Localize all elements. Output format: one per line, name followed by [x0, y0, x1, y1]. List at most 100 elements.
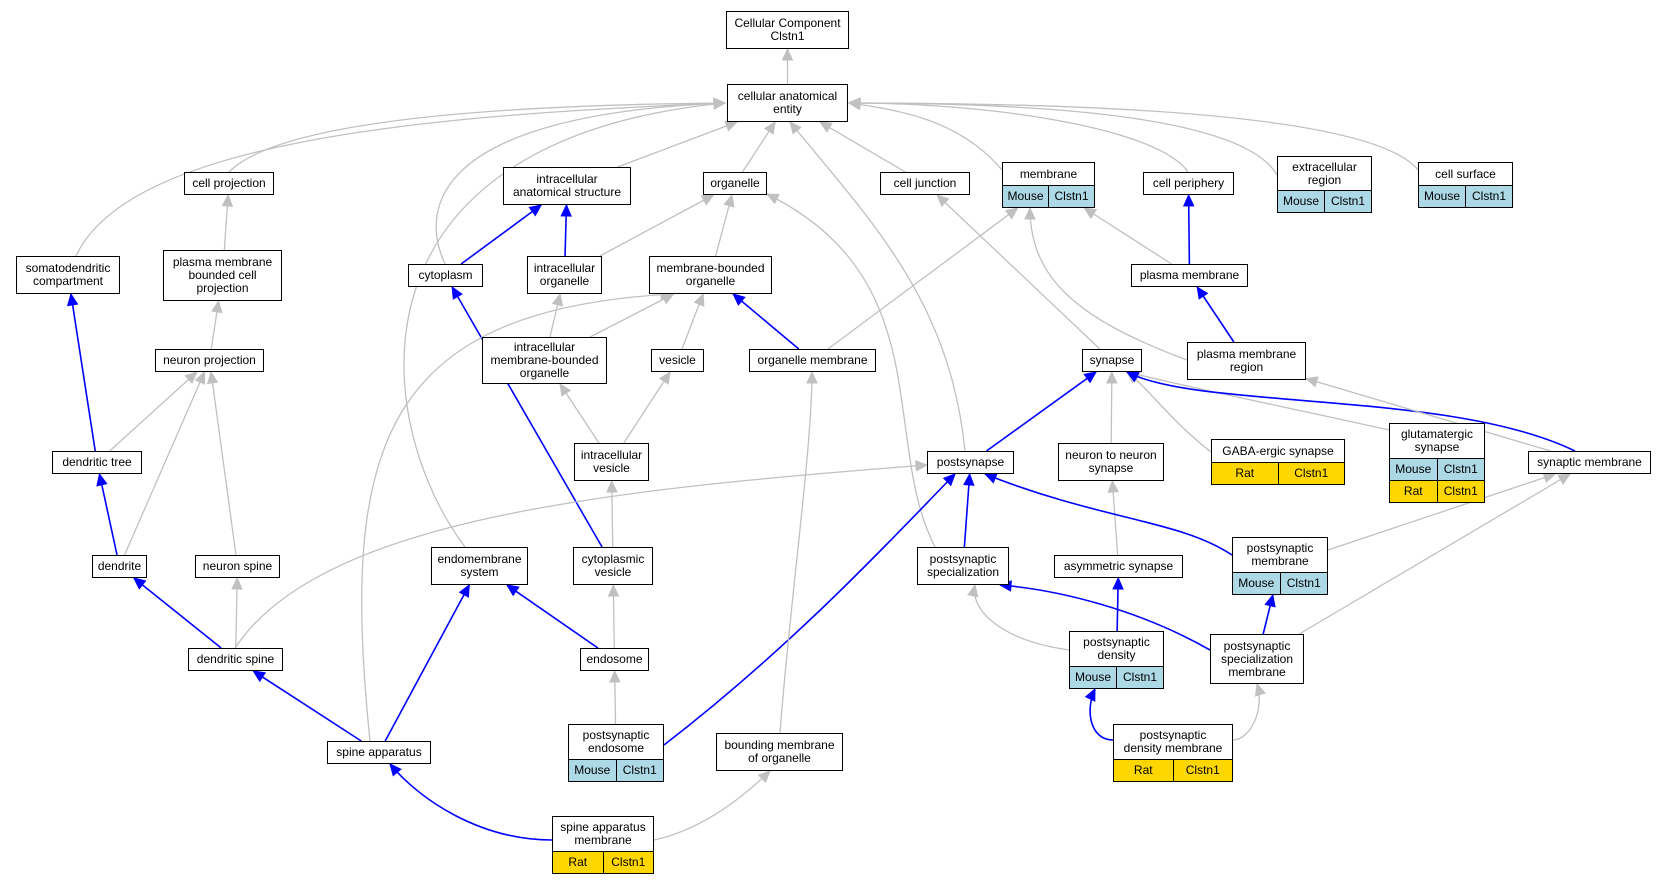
gene-cell: Clstn1 [602, 852, 654, 873]
node-dendritic-tree[interactable]: dendritic tree [52, 451, 142, 474]
annotation-row: Rat Clstn1 [553, 851, 653, 873]
edge-is-a-arrowhead [693, 292, 705, 307]
node-cellular-component-clstn1[interactable]: Cellular Component Clstn1 [726, 11, 849, 49]
node-label: cell projection [192, 176, 266, 190]
edge-is-a [848, 102, 1419, 171]
edge-part-of-arrowhead [389, 763, 402, 777]
node-label: neuron to neuron synapse [1065, 448, 1157, 475]
node-synapse[interactable]: synapse [1082, 349, 1142, 372]
node-dendritic-spine[interactable]: dendritic spine [188, 648, 283, 671]
edge-is-a-arrowhead [1304, 376, 1319, 388]
node-cell-junction[interactable]: cell junction [880, 172, 970, 195]
gene-cell: Clstn1 [1172, 760, 1233, 781]
node-bounding-membrane-of-organelle[interactable]: bounding membrane of organelle [716, 733, 843, 771]
node-label: synapse [1089, 353, 1135, 367]
node-intracellular-anatomical-structure[interactable]: intracellular anatomical structure [503, 167, 631, 205]
node-label: membrane-bounded organelle [656, 261, 765, 288]
edge-is-a-arrowhead [211, 299, 223, 314]
node-membrane-bounded-organelle[interactable]: membrane-bounded organelle [649, 256, 772, 294]
node-cytoplasm[interactable]: cytoplasm [408, 264, 483, 287]
node-organelle[interactable]: organelle [703, 172, 767, 195]
node-plasma-membrane[interactable]: plasma membrane [1131, 264, 1248, 287]
edge-is-a [1126, 371, 1390, 431]
gene-cell: Clstn1 [1279, 573, 1328, 594]
node-dendrite[interactable]: dendrite [92, 555, 147, 578]
node-cell-periphery[interactable]: cell periphery [1143, 172, 1234, 195]
edge-part-of [1187, 194, 1191, 265]
node-label: cell periphery [1152, 176, 1225, 190]
node-neuron-to-neuron-synapse[interactable]: neuron to neuron synapse [1058, 443, 1164, 481]
gene-cell: Clstn1 [1324, 191, 1371, 212]
node-neuron-spine[interactable]: neuron spine [195, 555, 280, 578]
edge-is-a [1126, 371, 1212, 453]
edge-is-a [403, 102, 726, 548]
edge-is-a-arrowhead [658, 370, 671, 385]
edge-is-a-arrowhead [789, 121, 802, 135]
edge-is-a-arrowhead [915, 460, 929, 472]
node-intracellular-membrane-bounded-organelle[interactable]: intracellular membrane-bounded organelle [482, 337, 607, 384]
node-postsynapse[interactable]: postsynapse [927, 451, 1014, 474]
edge-is-a [936, 194, 1101, 350]
node-cell-projection[interactable]: cell projection [184, 172, 274, 195]
node-label: organelle membrane [757, 353, 868, 367]
edge-is-a [210, 371, 237, 556]
node-intracellular-vesicle[interactable]: intracellular vesicle [574, 443, 649, 481]
gene-cell: Clstn1 [1465, 186, 1512, 207]
node-vesicle[interactable]: vesicle [651, 349, 704, 372]
node-neuron-projection[interactable]: neuron projection [155, 349, 264, 372]
edge-is-a-arrowhead [206, 370, 219, 385]
edge-part-of [1126, 371, 1576, 452]
edge-is-a-arrowhead [1105, 370, 1118, 384]
node-postsynaptic-specialization[interactable]: postsynaptic specialization [917, 547, 1009, 585]
edge-is-a-arrowhead [806, 370, 818, 384]
node-somatodendritic-compartment[interactable]: somatodendritic compartment [16, 256, 120, 294]
node-organelle-membrane[interactable]: organelle membrane [749, 349, 876, 372]
node-plasma-membrane-region[interactable]: plasma membrane region [1187, 342, 1306, 380]
edge-is-a-arrowhead [781, 47, 794, 61]
node-postsynaptic-specialization-membrane[interactable]: postsynaptic specialization membrane [1210, 634, 1304, 684]
edge-is-a-arrowhead [765, 193, 780, 205]
node-cytoplasmic-vesicle[interactable]: cytoplasmic vesicle [573, 547, 653, 585]
edge-part-of [984, 473, 1233, 556]
node-label: spine apparatus [336, 745, 422, 759]
node-label: organelle [710, 176, 760, 190]
edge-is-a-arrowhead [818, 121, 833, 133]
node-label: postsynapse [936, 455, 1005, 469]
node-spine-apparatus[interactable]: spine apparatus [327, 741, 431, 764]
node-label: cytoplasmic vesicle [581, 552, 645, 579]
node-endomembrane-system[interactable]: endomembrane system [431, 547, 528, 585]
edge-is-a [617, 121, 738, 168]
node-plasma-membrane-bounded-cell-projection[interactable]: plasma membrane bounded cell projection [163, 250, 282, 301]
edge-part-of [384, 584, 470, 742]
gene-cell: Clstn1 [1116, 667, 1163, 688]
node-cellular-anatomical-entity[interactable]: cellular anatomical entity [727, 84, 848, 122]
node-label: cell junction [893, 176, 957, 190]
node-endosome[interactable]: endosome [580, 648, 649, 671]
edge-part-of-arrowhead [252, 670, 267, 683]
node-label: glutamatergic synapse [1400, 427, 1474, 454]
edge-is-a [235, 577, 238, 649]
species-cell: Rat [568, 855, 588, 869]
node-intracellular-organelle[interactable]: intracellular organelle [527, 256, 602, 294]
edge-is-a [559, 383, 600, 444]
edge-part-of-arrowhead [458, 583, 470, 598]
node-synaptic-membrane[interactable]: synaptic membrane [1528, 451, 1651, 474]
edge-is-a [1232, 683, 1260, 741]
edge-is-a-arrowhead [231, 576, 243, 590]
node-asymmetric-synapse[interactable]: asymmetric synapse [1054, 555, 1183, 578]
species-cell: Mouse [1238, 576, 1275, 590]
edge-part-of [999, 584, 1211, 651]
